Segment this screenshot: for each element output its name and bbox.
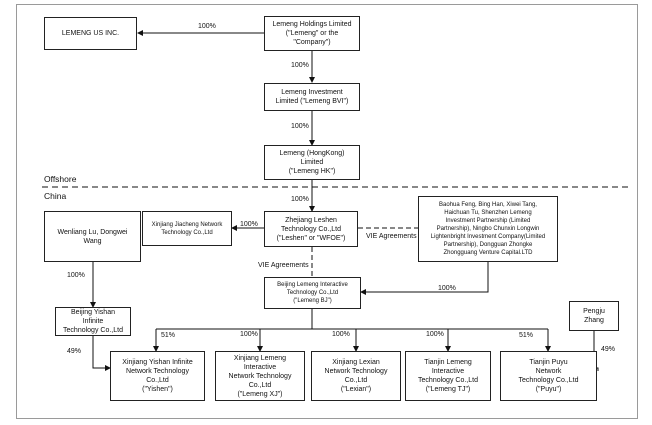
yishen-box: Xinjiang Yishan Infinite Network Technol… (110, 351, 205, 401)
pct-yishan-yishen: 49% (67, 348, 82, 355)
pct-hk-wfoe: 100% (291, 196, 309, 203)
pct-bj-puyu: 51% (519, 332, 534, 339)
puyu-box: Tianjin Puyu Network Technology Co.,Ltd … (500, 351, 597, 401)
pct-bj-tj: 100% (426, 331, 444, 338)
pct-bvi-hk: 100% (291, 123, 309, 130)
vie-right-label: VIE Agreements (366, 233, 417, 240)
lexian-box: Xinjiang Lexian Network Technology Co.,L… (311, 351, 401, 401)
lemeng-xj-box: Xinjiang Lemeng Interactive Network Tech… (215, 351, 305, 401)
lemeng-tj-box: Tianjin Lemeng Interactive Technology Co… (405, 351, 491, 401)
pct-pengju-puyu: 49% (601, 346, 616, 353)
jiacheng-box: Xinjiang Jiacheng Network Technology Co.… (142, 211, 232, 246)
bvi-box: Lemeng Investment Limited ("Lemeng BVI") (264, 83, 360, 111)
pct-wfoe-jiacheng: 100% (240, 221, 258, 228)
arrow-shareholders-bj (360, 262, 489, 295)
arrow-yishan-yishen (92, 336, 111, 371)
pct-shareholders-bj: 100% (438, 285, 456, 292)
lemeng-bj-box: Beijing Lemeng Interactive Technology Co… (264, 277, 361, 309)
pct-bj-xj: 100% (240, 331, 258, 338)
diagram-frame (16, 4, 638, 419)
shareholders-box: Baohua Feng, Bing Han, Xiwei Tang, Haich… (418, 196, 558, 262)
lemeng-us-box: LEMENG US INC. (44, 17, 137, 50)
hk-box: Lemeng (HongKong) Limited ("Lemeng HK") (264, 145, 360, 180)
china-label: China (44, 191, 67, 201)
pct-holdings-bvi: 100% (291, 62, 309, 69)
beijing-yishan-box: Beijing Yishan Infinite Technology Co.,L… (55, 307, 131, 336)
wenliang-box: Wenliang Lu, Dongwei Wang (44, 211, 141, 262)
pengju-box: Pengju Zhang (569, 301, 619, 331)
pct-holdings-us: 100% (198, 23, 216, 30)
pct-wenliang-yishan: 100% (67, 272, 85, 279)
offshore-label: Offshore (44, 174, 77, 184)
wfoe-box: Zhejiang Leshen Technology Co.,Ltd ("Les… (264, 211, 358, 247)
pct-bj-yishen: 51% (161, 332, 176, 339)
vie-down-label: VIE Agreements (258, 262, 309, 269)
pct-bj-lexian: 100% (332, 331, 350, 338)
holdings-box: Lemeng Holdings Limited ("Lemeng" or the… (264, 16, 360, 51)
